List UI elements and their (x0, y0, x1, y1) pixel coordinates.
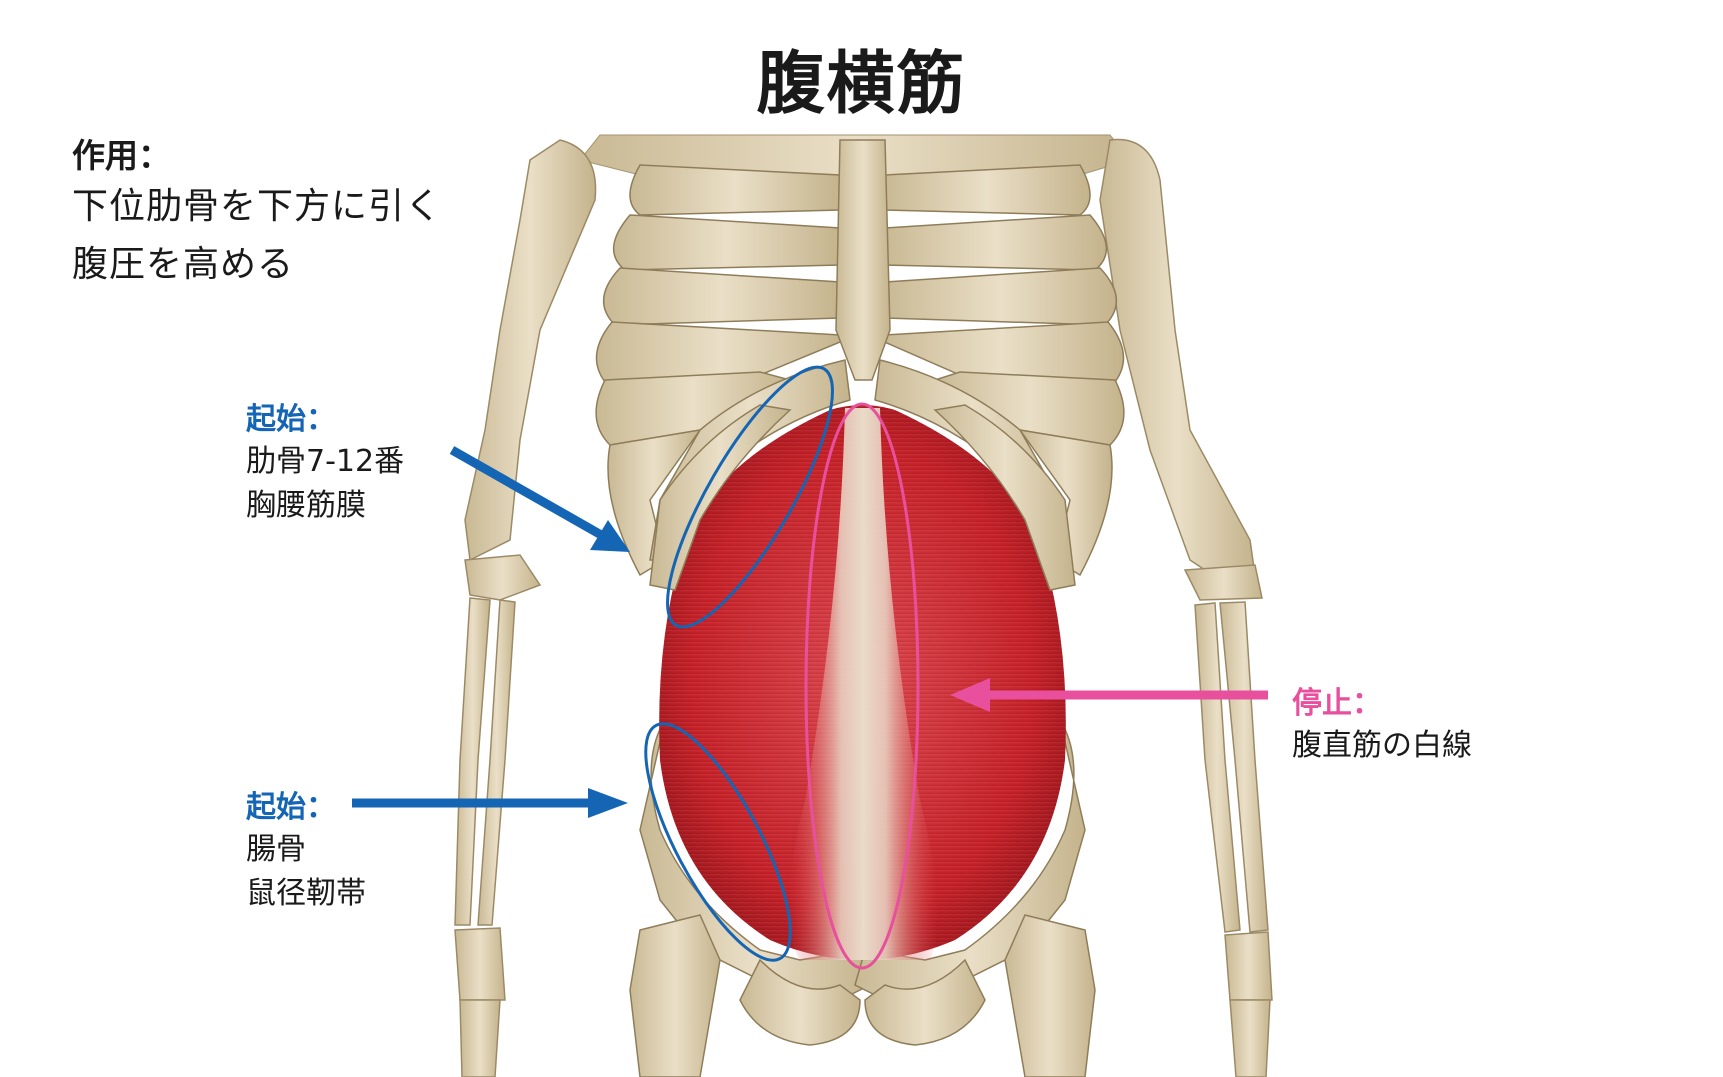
origin-line: 腸骨 (246, 832, 306, 867)
origin-heading: 起始： (246, 402, 336, 437)
transversus-abdominis-muscle (659, 405, 1066, 960)
rib-cage (595, 139, 1125, 577)
insertion-heading: 停止： (1292, 686, 1382, 721)
insertion-marker-linea-alba (804, 402, 920, 970)
arrow-origin-lower (352, 788, 628, 818)
origin-label-lower: 起始： 腸骨 鼠径靭帯 (246, 788, 366, 916)
origin-marker-iliac (644, 722, 792, 962)
right-arm-bones (1099, 138, 1273, 1077)
arrow-origin-upper (449, 446, 630, 552)
action-line: 下位肋骨を下方に引く (72, 186, 443, 227)
origin-line: 肋骨7-12番 (246, 444, 405, 479)
origin-label-upper: 起始： 肋骨7-12番 胸腰筋膜 (246, 400, 404, 528)
origin-marker-ribs (666, 365, 834, 629)
arrow-insertion (950, 678, 1268, 712)
action-heading: 作用： (72, 136, 171, 175)
insertion-line: 腹直筋の白線 (1292, 728, 1472, 763)
pelvis (629, 719, 1096, 1077)
left-arm-bones (454, 139, 597, 1077)
action-description: 作用： 下位肋骨を下方に引く 腹圧を高める (72, 134, 442, 294)
action-line: 腹圧を高める (72, 244, 295, 285)
origin-line: 鼠径靭帯 (246, 876, 366, 911)
origin-line: 胸腰筋膜 (246, 488, 366, 523)
origin-heading: 起始： (246, 790, 336, 825)
insertion-label: 停止： 腹直筋の白線 (1292, 684, 1472, 768)
page-title: 腹横筋 (756, 45, 967, 124)
linea-alba (788, 408, 938, 960)
